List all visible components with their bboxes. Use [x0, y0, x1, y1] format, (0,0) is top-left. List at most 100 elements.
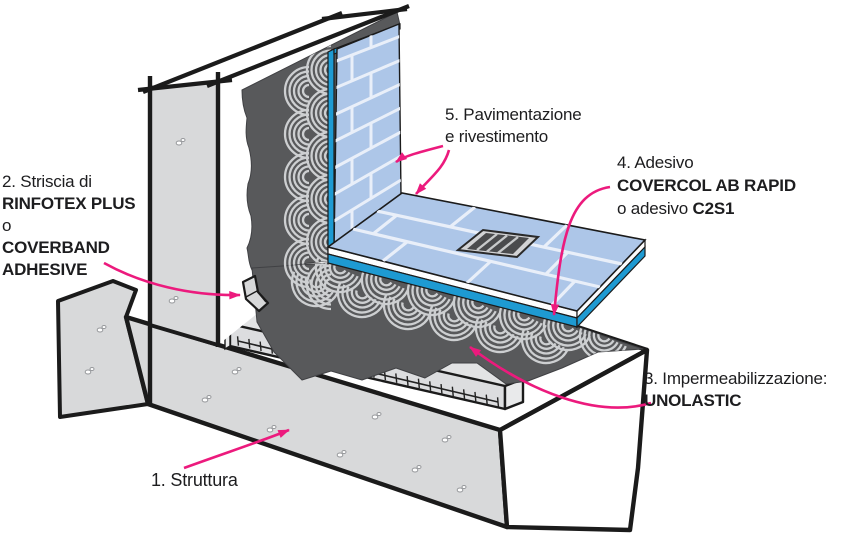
deco-line [395, 373, 398, 383]
label-structure: 1. Struttura [151, 469, 238, 491]
drain-grate [455, 228, 541, 259]
swirl-arc [297, 251, 310, 275]
label-paving: 5. Pavimentazione e rivestimento [445, 104, 582, 148]
swirl-arc [592, 331, 615, 347]
swirl-arc [382, 294, 431, 331]
swirl-arc [517, 312, 531, 322]
swirl-arc [314, 182, 332, 216]
arrow-to-structure [183, 428, 290, 470]
swirl-arc [498, 304, 547, 341]
deco-line [334, 154, 401, 196]
swirl-arc [556, 321, 579, 337]
deco-line [334, 58, 401, 90]
swirl-arc [503, 306, 543, 336]
deco-line [259, 341, 262, 352]
wall-structure [137, 4, 410, 404]
swirl-arc [588, 329, 619, 352]
swirl-arc [411, 282, 451, 312]
swirl-arc [297, 165, 310, 189]
swirl-arc [310, 49, 332, 91]
label-line-product: RINFOTEX PLUS [2, 194, 136, 213]
label-line: o adesivo C2S1 [617, 199, 735, 218]
corner-strip [241, 274, 270, 313]
arrow-to-wall-tiles [395, 144, 444, 164]
deco-line [334, 106, 401, 143]
swirl-arc [387, 296, 427, 326]
speckle [271, 425, 277, 429]
speckle [206, 395, 212, 399]
label-line-product: COVERCOL AB RAPID [617, 176, 796, 195]
speckle [341, 450, 347, 454]
swirl-arc [401, 302, 415, 312]
swirl-arc [392, 298, 423, 321]
speckle [89, 367, 95, 371]
swirl-arc [442, 311, 465, 327]
swirl-arc [370, 273, 401, 296]
label-line-product: UNOLASTIC [644, 391, 742, 410]
swirl-arc [319, 230, 332, 254]
swirl-arc [292, 117, 310, 151]
speckle [231, 369, 239, 375]
swirl-arc [396, 300, 419, 316]
swirl-arc [292, 246, 310, 280]
speckle [168, 298, 176, 304]
swirl-arc [319, 187, 332, 211]
leader-arrows [103, 144, 652, 470]
swirl-arc [319, 101, 332, 125]
speckle [411, 467, 419, 473]
swirl-arc [297, 122, 310, 146]
swirl-arc [314, 139, 332, 173]
swirl-arc [457, 294, 497, 324]
deco-line [542, 223, 569, 249]
swirl-arc [525, 330, 565, 360]
label-corner-strip: 2. Striscia di RINFOTEX PLUS o COVERBAND… [2, 171, 136, 281]
swirl-arc [539, 336, 553, 346]
speckle [180, 138, 186, 142]
swirl-arc [301, 126, 310, 142]
swirl-arc [350, 288, 373, 304]
drain-slat [497, 236, 519, 254]
swirl-arc [420, 286, 443, 302]
swirl-arc [301, 169, 310, 185]
deco-line [485, 394, 488, 405]
speckle [101, 325, 107, 329]
deco-line [417, 378, 420, 389]
deco-line [440, 383, 443, 394]
swirl-arc [466, 298, 489, 314]
deco-line [462, 389, 466, 399]
swirl-arc [314, 96, 332, 130]
swirl-arc [319, 259, 359, 289]
swirl-arc [288, 199, 310, 241]
swirl-arc [304, 277, 327, 293]
deco-line [334, 34, 401, 64]
deco-line [496, 397, 500, 407]
label-waterproofing: 3. Impermeabilizzazione: UNOLASTIC [644, 368, 827, 412]
swirl-arc [365, 271, 405, 301]
swirl-arc [341, 284, 381, 314]
swirl-arc [479, 319, 519, 349]
swirl-arc [295, 273, 335, 303]
swirl-arc [288, 156, 310, 198]
floor-tile-grout [352, 205, 623, 307]
swirl-arc [310, 92, 332, 134]
swirl-arc [447, 313, 461, 323]
swirl-arc [336, 282, 385, 319]
deco-line [236, 336, 240, 346]
swirl-arc [428, 305, 477, 342]
corner-strip-fold [245, 290, 267, 303]
swirl-arc [300, 275, 331, 298]
swirl-arc [508, 308, 539, 331]
adhesive-swirls [283, 44, 627, 365]
swirl-arc [314, 53, 332, 87]
tile-adhesive-edge-wall [327, 48, 335, 262]
label-line: 3. Impermeabilizzazione: [644, 369, 828, 388]
arrow-to-corner-strip [103, 261, 241, 300]
speckle [446, 435, 452, 439]
swirl-arc [488, 323, 511, 339]
speckle [441, 437, 449, 443]
arrow-to-floor-tiles [415, 149, 451, 195]
swirl-arc [301, 212, 310, 228]
wall-top-left-edge [142, 11, 343, 94]
speckle [175, 140, 183, 146]
